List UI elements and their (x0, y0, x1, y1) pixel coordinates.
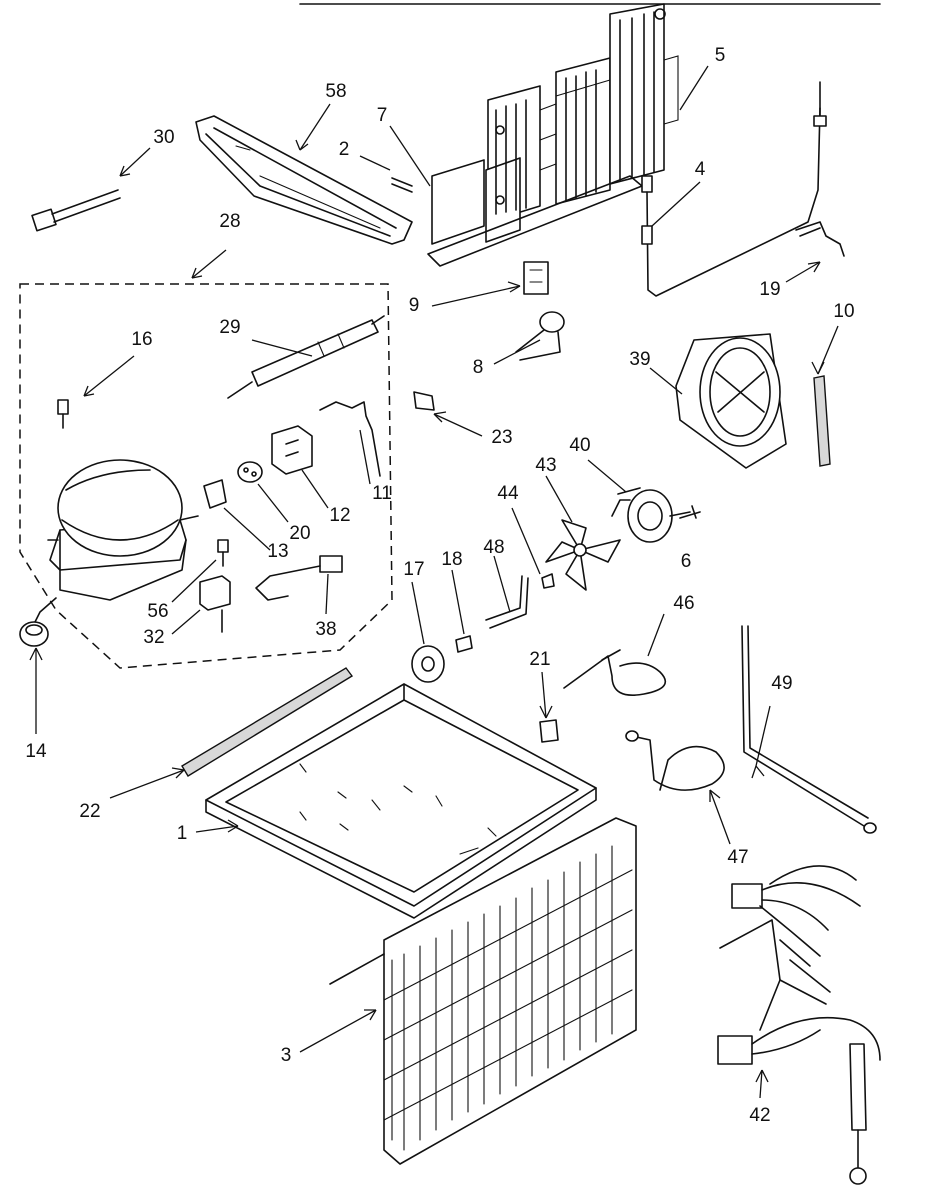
part-19-bracket (795, 221, 845, 257)
part-4-thermostat (641, 81, 827, 297)
callout-44: 44 (497, 483, 519, 504)
callout-23: 23 (491, 427, 512, 448)
leader-lines (29, 65, 839, 1099)
part-11-wire (319, 401, 381, 477)
callout-8: 8 (473, 357, 484, 378)
callout-6: 6 (681, 551, 692, 572)
part-49-drain-tube (741, 625, 877, 834)
callout-11: 11 (372, 483, 392, 504)
callout-19: 19 (759, 279, 780, 300)
callout-48: 48 (483, 537, 504, 558)
part-44-nut (541, 573, 555, 589)
callout-30: 30 (153, 127, 174, 148)
callout-2: 2 (339, 139, 350, 160)
part-13-clip (203, 479, 227, 509)
part-42-wire-harness (717, 865, 881, 1185)
part-28-kit-outline (19, 283, 393, 669)
callout-38: 38 (315, 619, 336, 640)
callout-58: 58 (325, 81, 346, 102)
part-48-tube (485, 575, 529, 629)
callout-4: 4 (695, 159, 706, 180)
callout-39: 39 (629, 349, 650, 370)
part-18-pin (455, 635, 473, 653)
part-21-clip (539, 719, 559, 743)
part-56-screw (217, 539, 229, 567)
callout-49: 49 (771, 673, 792, 694)
part-58-drain-pan (195, 115, 413, 245)
callout-10: 10 (833, 301, 854, 322)
compressor (31, 459, 199, 629)
part-22-rail (181, 667, 354, 777)
part-5-evaporator (427, 3, 679, 267)
callout-17: 17 (403, 559, 424, 580)
callout-1: 1 (177, 823, 188, 844)
part-39-fan-shroud (675, 333, 787, 469)
part-9-clip (523, 261, 549, 295)
part-14-grommet (19, 621, 49, 647)
callout-7: 7 (377, 105, 388, 126)
callout-9: 9 (409, 295, 420, 316)
callout-22: 22 (79, 801, 100, 822)
callout-20: 20 (289, 523, 310, 544)
part-46-coil (563, 649, 667, 696)
part-3-condenser (329, 817, 637, 1165)
callout-40: 40 (569, 435, 590, 456)
callout-18: 18 (441, 549, 462, 570)
part-8-grommet (515, 311, 565, 361)
part-29-drier (227, 315, 385, 399)
callout-labels: 58 7 5 30 2 4 28 19 9 10 29 16 8 39 23 4… (25, 45, 854, 1126)
part-32-capacitor (199, 575, 231, 633)
callout-3: 3 (281, 1045, 292, 1066)
callout-16: 16 (131, 329, 152, 350)
callout-5: 5 (715, 45, 726, 66)
callout-12: 12 (329, 505, 350, 526)
callout-32: 32 (143, 627, 164, 648)
callout-47: 47 (727, 847, 748, 868)
part-38-harness (255, 555, 343, 601)
part-16-screw (57, 399, 69, 429)
part-10-strip (813, 375, 831, 467)
part-20-overload (237, 461, 263, 483)
callout-28: 28 (219, 211, 240, 232)
callout-13: 13 (267, 541, 288, 562)
callout-42: 42 (749, 1105, 770, 1126)
callout-56: 56 (147, 601, 168, 622)
part-43-fan-blade (545, 519, 621, 591)
part-47-tube (625, 730, 725, 791)
part-12-relay (271, 425, 313, 475)
part-1-base-frame (205, 683, 597, 919)
part-17-roller (411, 645, 445, 683)
callout-29: 29 (219, 317, 240, 338)
part-30-plug (31, 189, 121, 232)
callout-21: 21 (529, 649, 550, 670)
callout-43: 43 (535, 455, 556, 476)
part-6-screw (679, 505, 701, 519)
callout-46: 46 (673, 593, 694, 614)
part-2-screw (391, 177, 413, 193)
part-40-fan-motor (611, 487, 691, 543)
part-23-clip (413, 391, 435, 411)
callout-14: 14 (25, 741, 47, 762)
